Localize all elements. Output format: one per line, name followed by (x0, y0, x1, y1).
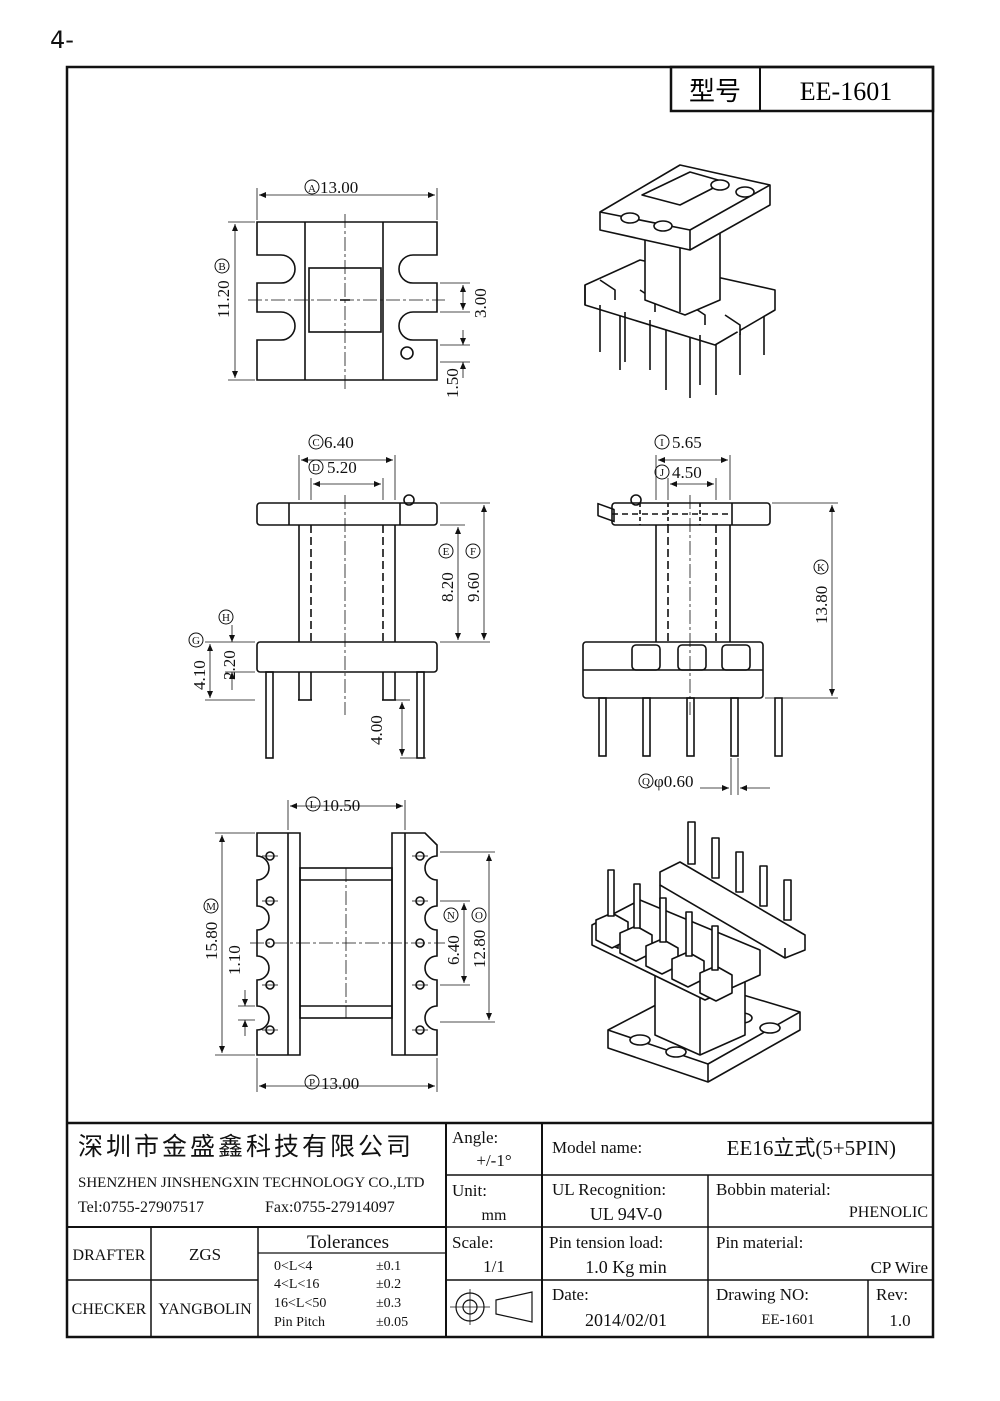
tolerance-range: 4<L<16 (274, 1277, 319, 1292)
drawing-no-label: Drawing NO: (716, 1285, 809, 1304)
model-header: 型号 EE-1601 (669, 65, 935, 113)
unit-value: mm (482, 1207, 507, 1224)
pin-tension-value: 1.0 Kg min (585, 1257, 667, 1277)
model-label: 型号 (689, 77, 741, 107)
date-value: 2014/02/01 (585, 1310, 667, 1330)
company-name-cn: 深圳市金盛鑫科技有限公司 (78, 1132, 414, 1161)
tolerance-value: ±0.3 (376, 1296, 401, 1311)
tolerances-label: Tolerances (307, 1232, 389, 1253)
dim-K-value: 13.80 (812, 586, 831, 624)
scale-label: Scale: (452, 1233, 494, 1252)
dim-O-value: 12.80 (470, 930, 489, 968)
marker-J: J (660, 467, 665, 479)
pin-material-value: CP Wire (871, 1258, 928, 1277)
marker-E: E (443, 546, 450, 558)
marker-M: M (206, 901, 216, 913)
bobbin-material-value: PHENOLIC (849, 1204, 928, 1221)
page-number: 4- (50, 26, 74, 54)
marker-P: P (309, 1077, 315, 1089)
dim-P-value: 13.00 (321, 1074, 359, 1093)
ul-label: UL Recognition: (552, 1180, 666, 1199)
marker-H: H (222, 612, 230, 624)
company-fax: Fax:0755-27914097 (265, 1199, 395, 1216)
marker-O: O (475, 910, 483, 922)
marker-B: B (218, 261, 225, 273)
dim-C-value: 6.40 (324, 433, 354, 452)
marker-N: N (447, 910, 455, 922)
marker-Q: Q (642, 776, 650, 788)
dim-J-value: 4.50 (672, 463, 702, 482)
checker-label: CHECKER (72, 1301, 147, 1318)
drawing-no-value: EE-1601 (761, 1312, 814, 1328)
tolerance-value: ±0.1 (376, 1259, 401, 1274)
marker-K: K (817, 562, 825, 574)
marker-G: G (192, 635, 200, 647)
unit-label: Unit: (452, 1181, 487, 1200)
title-block (67, 1121, 933, 1337)
dim-M-value: 15.80 (202, 922, 221, 960)
company-tel: Tel:0755-27907517 (78, 1199, 204, 1216)
rev-label: Rev: (876, 1285, 908, 1304)
marker-L: L (310, 799, 317, 811)
tolerance-table: 0<L<4 ±0.1 4<L<16 ±0.2 16<L<50 ±0.3 Pin … (274, 1259, 408, 1330)
dim-pitch-value: 1.10 (225, 945, 244, 975)
company-name-en: SHENZHEN JINSHENGXIN TECHNOLOGY CO.,LTD (78, 1175, 425, 1191)
model-value: EE-1601 (800, 77, 892, 106)
ul-value: UL 94V-0 (590, 1204, 662, 1224)
dim-G-value: 4.10 (190, 660, 209, 690)
drafter-name: ZGS (189, 1245, 221, 1264)
isometric-view-bottom (591, 821, 806, 1083)
tolerance-range: 16<L<50 (274, 1296, 326, 1311)
pin-tension-label: Pin tension load: (549, 1233, 663, 1252)
dim-I-value: 5.65 (672, 433, 702, 452)
projection-symbol-icon (450, 1289, 533, 1325)
tolerance-value: ±0.2 (376, 1277, 401, 1292)
pin-material-label: Pin material: (716, 1233, 803, 1252)
dim-B-value: 11.20 (214, 280, 233, 318)
marker-F: F (470, 546, 476, 558)
dim-Q-value: φ0.60 (654, 772, 694, 791)
tolerance-range: 0<L<4 (274, 1259, 312, 1274)
side-view (582, 455, 838, 795)
dim-slot-value: 3.00 (471, 288, 490, 318)
dim-N-value: 6.40 (444, 935, 463, 965)
dim-A-value: 13.00 (320, 178, 358, 197)
sheet-border (65, 65, 935, 1339)
bottom-view (215, 800, 495, 1092)
date-label: Date: (552, 1285, 589, 1304)
dim-D-value: 5.20 (327, 458, 357, 477)
tolerance-range: Pin Pitch (274, 1315, 325, 1330)
dim-L-value: 10.50 (322, 796, 360, 815)
marker-A: A (308, 183, 316, 195)
model-name-label: Model name: (552, 1138, 642, 1157)
marker-C: C (312, 437, 319, 449)
marker-I: I (660, 437, 664, 449)
drafter-label: DRAFTER (73, 1247, 146, 1264)
angle-label: Angle: (452, 1128, 498, 1147)
dim-F-value: 9.60 (464, 572, 483, 602)
model-name-value: EE16立式(5+5PIN) (727, 1136, 896, 1160)
front-view (205, 455, 490, 759)
bobbin-material-label: Bobbin material: (716, 1180, 831, 1199)
angle-value: +/-1° (476, 1151, 511, 1170)
dim-E-value: 8.20 (438, 572, 457, 602)
scale-value: 1/1 (483, 1257, 505, 1276)
top-view (228, 188, 470, 390)
rev-value: 1.0 (889, 1311, 910, 1330)
isometric-view-top (584, 164, 776, 523)
dim-H-value: 2.20 (220, 650, 239, 680)
marker-D: D (312, 462, 320, 474)
dim-hole-value: 1.50 (443, 368, 462, 398)
tolerance-value: ±0.05 (376, 1315, 408, 1330)
dim-pin-length-value: 4.00 (367, 715, 386, 745)
checker-name: YANGBOLIN (158, 1301, 252, 1318)
